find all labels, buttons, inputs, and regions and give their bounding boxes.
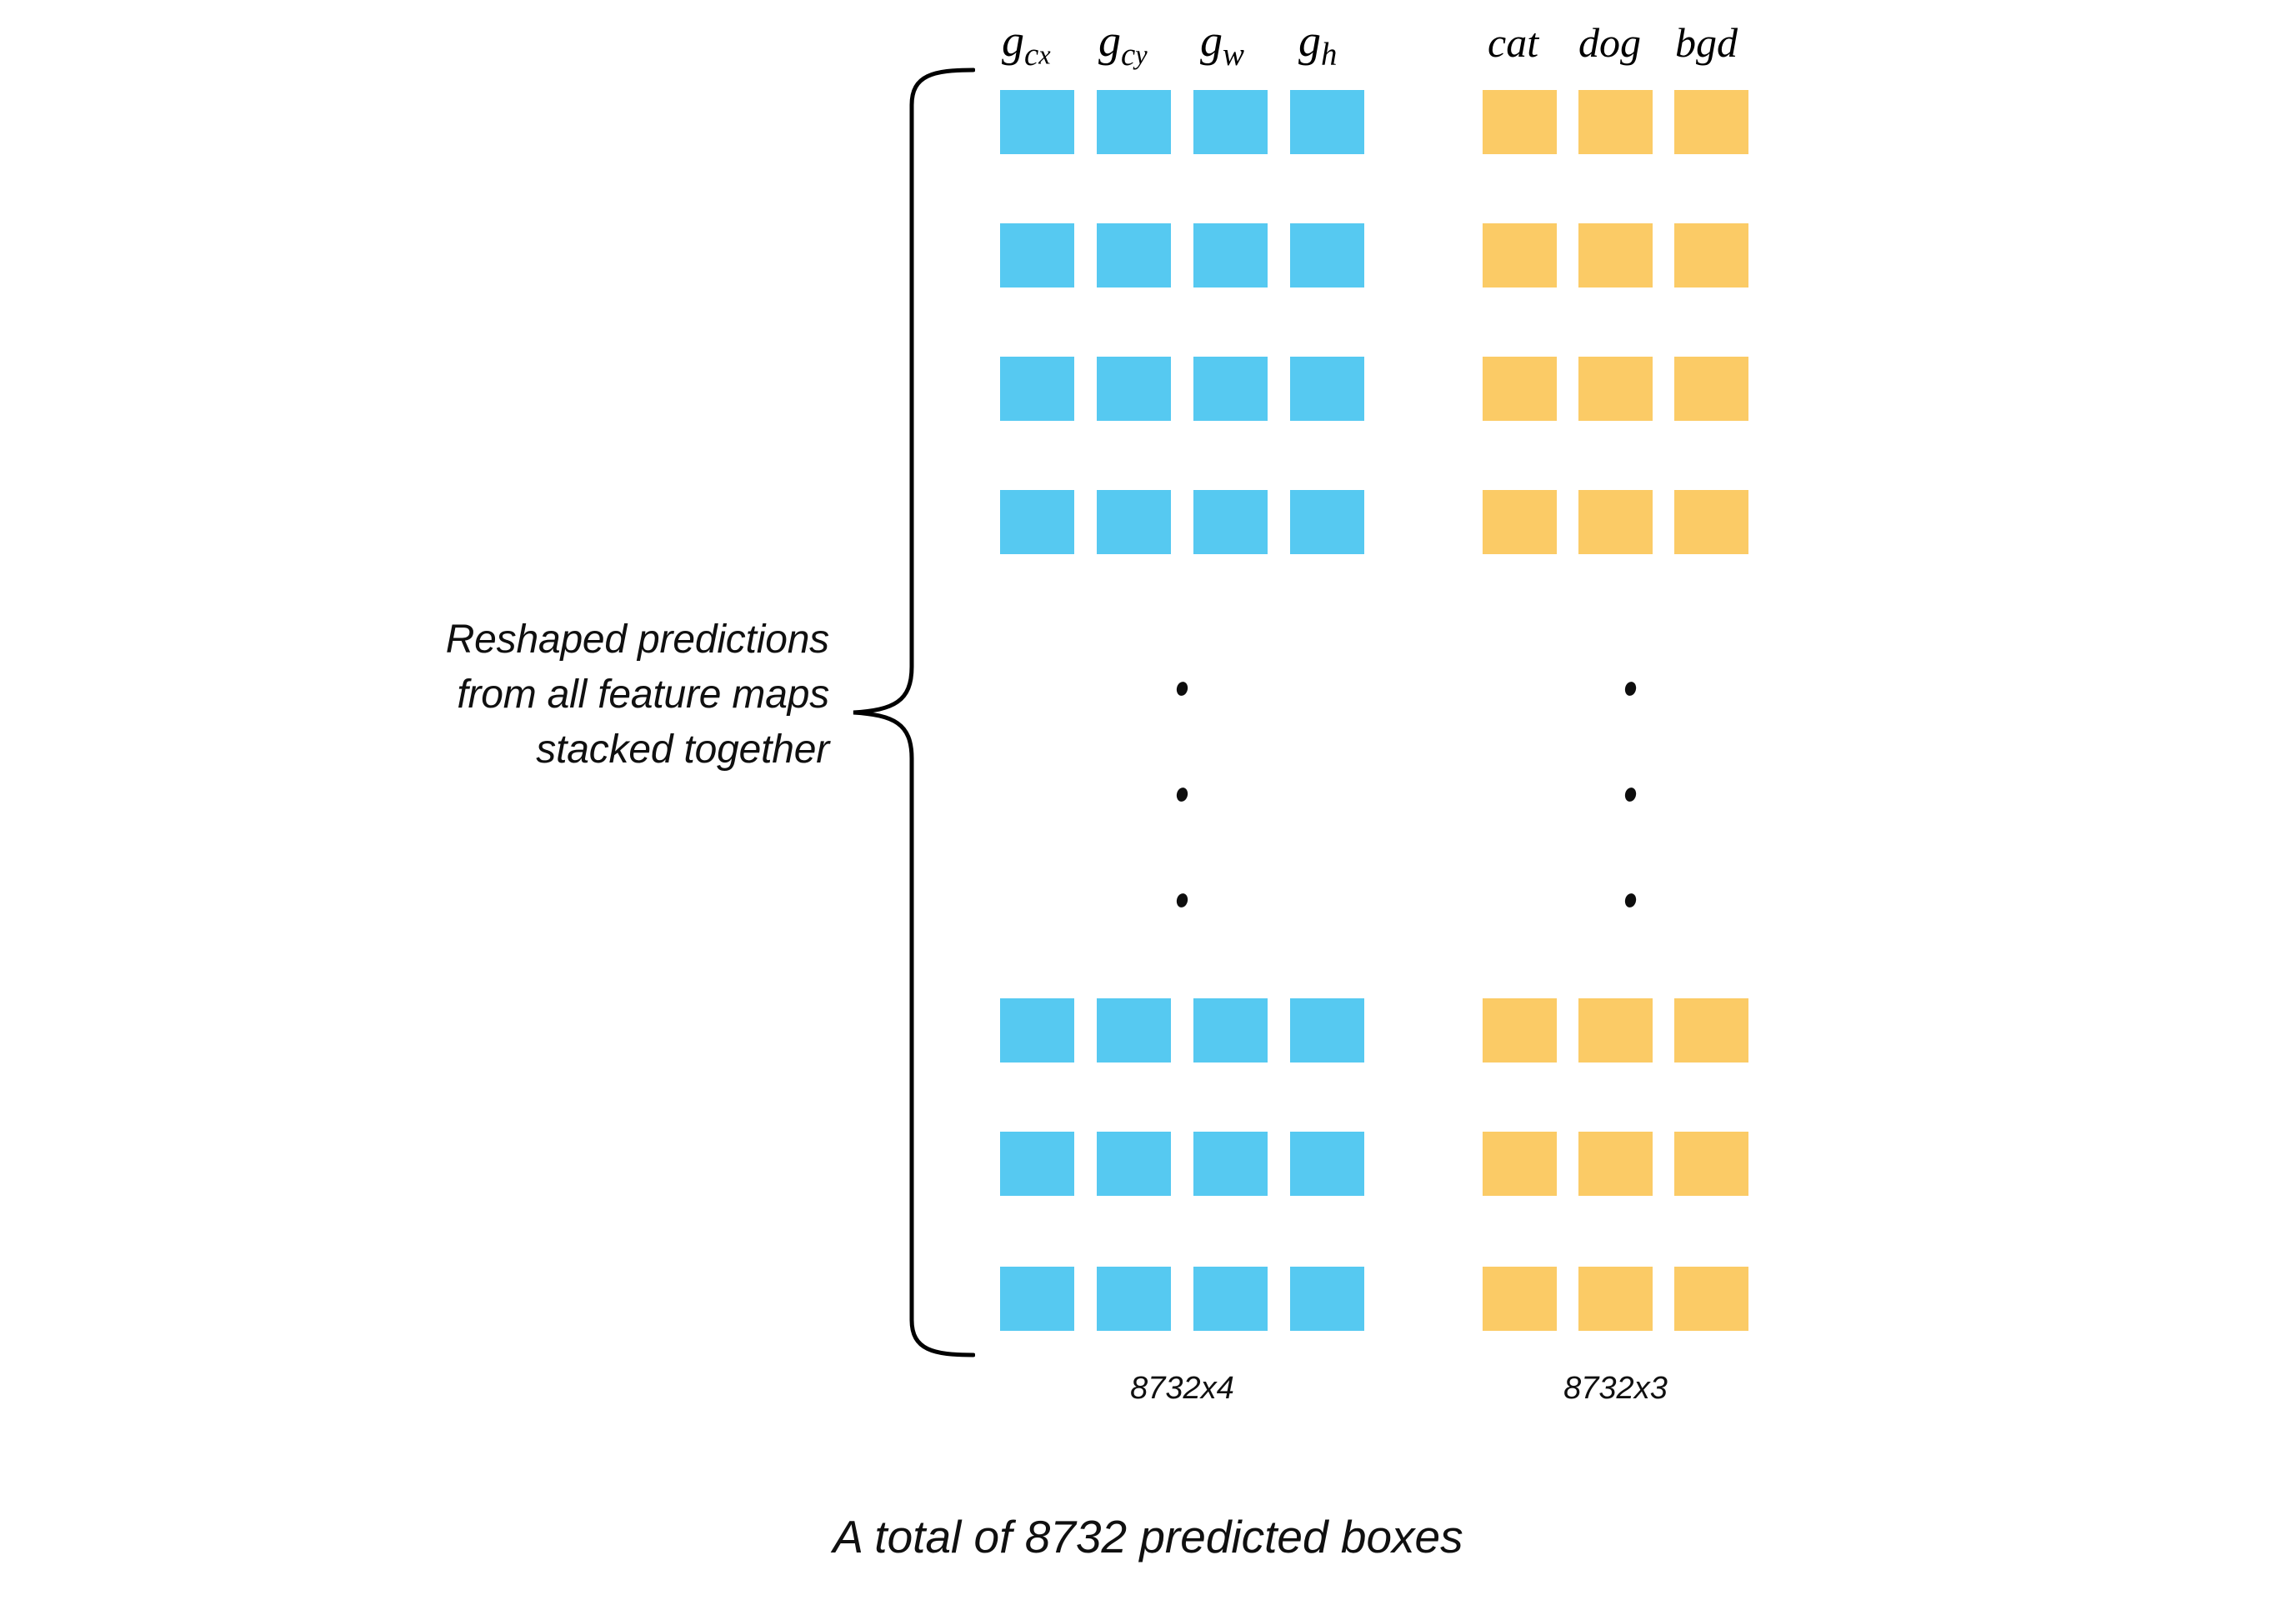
column-header-g-cx: gcx	[1002, 16, 1051, 72]
ellipsis-dot-cls-3	[1623, 892, 1638, 909]
cell-cls-r2-c1	[1483, 223, 1557, 288]
cell-loc-r6-c3	[1193, 1132, 1268, 1196]
ellipsis-dot-cls-1	[1623, 680, 1638, 698]
cell-loc-r7-c3	[1193, 1267, 1268, 1331]
footer-caption: A total of 8732 predicted boxes	[833, 1511, 1463, 1562]
cell-loc-r2-c3	[1193, 223, 1268, 288]
shape-label-localization: 8732x4	[1130, 1371, 1234, 1406]
cell-loc-r4-c2	[1097, 490, 1171, 554]
cell-loc-r1-c4	[1290, 90, 1364, 154]
cell-loc-r6-c2	[1097, 1132, 1171, 1196]
column-header-bgd: bgd	[1675, 19, 1738, 66]
cell-cls-r4-c1	[1483, 490, 1557, 554]
cell-loc-r1-c1	[1000, 90, 1074, 154]
cell-loc-r5-c2	[1097, 998, 1171, 1062]
cell-loc-r7-c1	[1000, 1267, 1074, 1331]
cell-loc-r6-c4	[1290, 1132, 1364, 1196]
column-header-dog: dog	[1578, 19, 1641, 66]
cell-loc-r7-c2	[1097, 1267, 1171, 1331]
cell-loc-r3-c1	[1000, 357, 1074, 421]
cell-cls-r3-c2	[1578, 357, 1653, 421]
cell-loc-r6-c1	[1000, 1132, 1074, 1196]
cell-loc-r4-c3	[1193, 490, 1268, 554]
cell-cls-r6-c2	[1578, 1132, 1653, 1196]
column-header-g-cy: gcy	[1098, 16, 1148, 72]
cell-cls-r2-c2	[1578, 223, 1653, 288]
cell-cls-r4-c3	[1674, 490, 1748, 554]
cell-loc-r3-c4	[1290, 357, 1364, 421]
cell-loc-r4-c4	[1290, 490, 1364, 554]
side-caption-line-1: Reshaped predictions	[445, 618, 830, 662]
cell-loc-r7-c4	[1290, 1267, 1364, 1331]
side-caption-line-3: stacked together	[536, 728, 829, 772]
cell-loc-r2-c4	[1290, 223, 1364, 288]
cell-cls-r1-c1	[1483, 90, 1557, 154]
ellipsis-dot-cls-2	[1623, 786, 1638, 803]
cell-cls-r6-c3	[1674, 1132, 1748, 1196]
cell-cls-r5-c1	[1483, 998, 1557, 1062]
side-caption: Reshaped predictions from all feature ma…	[275, 612, 830, 778]
side-caption-line-2: from all feature maps	[457, 672, 829, 718]
column-header-cat: cat	[1488, 19, 1539, 66]
cell-loc-r5-c1	[1000, 998, 1074, 1062]
cell-cls-r7-c1	[1483, 1267, 1557, 1331]
ellipsis-dot-loc-3	[1175, 892, 1189, 909]
column-header-g-h: gh	[1298, 16, 1338, 72]
cell-cls-r7-c3	[1674, 1267, 1748, 1331]
ellipsis-dot-loc-2	[1175, 786, 1189, 803]
cell-cls-r7-c2	[1578, 1267, 1653, 1331]
ellipsis-dot-loc-1	[1175, 680, 1189, 698]
cell-cls-r1-c2	[1578, 90, 1653, 154]
grouping-brace	[842, 67, 976, 1358]
cell-cls-r3-c3	[1674, 357, 1748, 421]
cell-loc-r1-c2	[1097, 90, 1171, 154]
cell-cls-r4-c2	[1578, 490, 1653, 554]
cell-loc-r2-c2	[1097, 223, 1171, 288]
cell-loc-r3-c3	[1193, 357, 1268, 421]
shape-label-classification: 8732x3	[1563, 1371, 1668, 1406]
cell-cls-r2-c3	[1674, 223, 1748, 288]
cell-loc-r2-c1	[1000, 223, 1074, 288]
cell-loc-r5-c4	[1290, 998, 1364, 1062]
cell-loc-r3-c2	[1097, 357, 1171, 421]
cell-cls-r3-c1	[1483, 357, 1557, 421]
column-header-g-w: gw	[1200, 16, 1244, 72]
cell-loc-r5-c3	[1193, 998, 1268, 1062]
cell-cls-r1-c3	[1674, 90, 1748, 154]
cell-cls-r5-c3	[1674, 998, 1748, 1062]
cell-cls-r6-c1	[1483, 1132, 1557, 1196]
cell-cls-r5-c2	[1578, 998, 1653, 1062]
cell-loc-r1-c3	[1193, 90, 1268, 154]
cell-loc-r4-c1	[1000, 490, 1074, 554]
